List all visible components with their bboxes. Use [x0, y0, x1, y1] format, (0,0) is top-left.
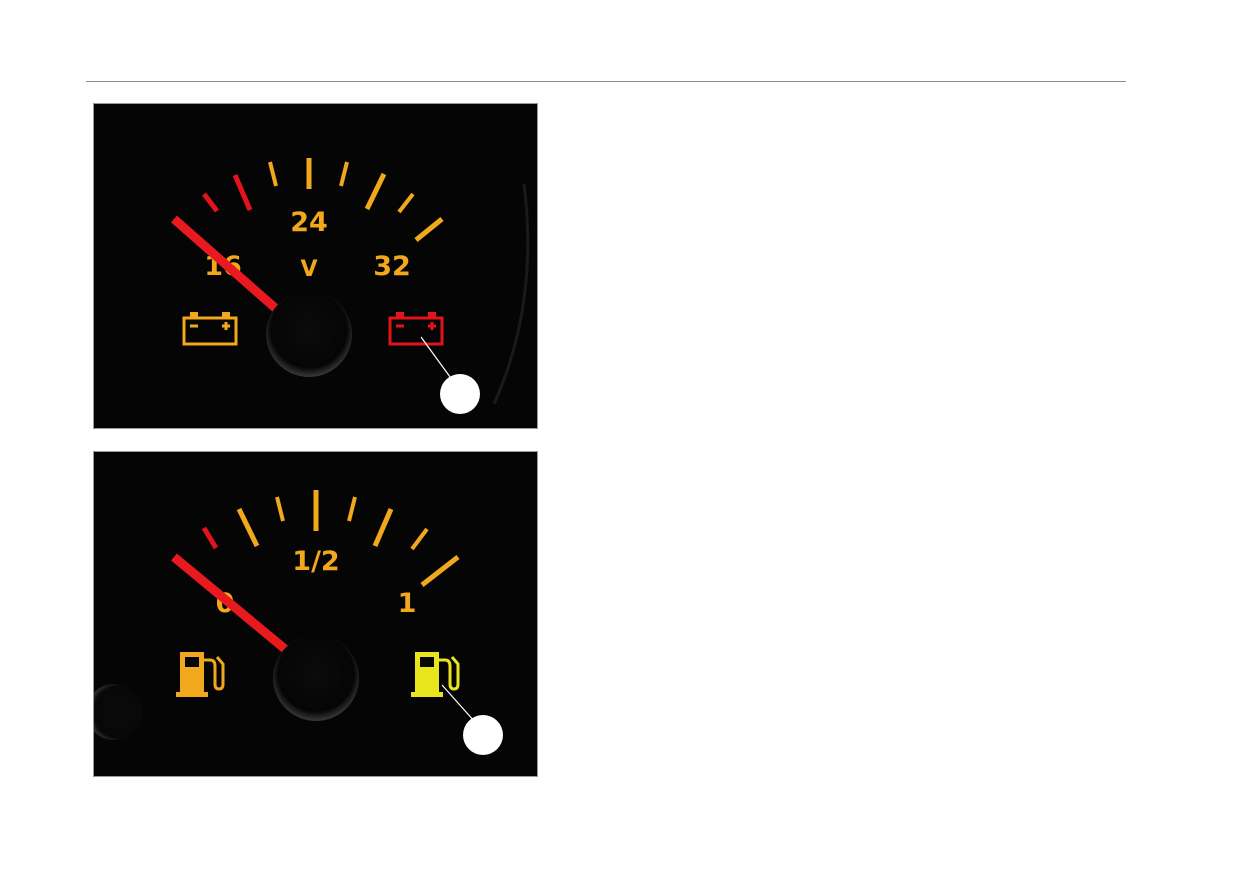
header-rule	[86, 81, 1126, 82]
battery-warning-icon	[388, 312, 444, 346]
tick	[410, 527, 429, 551]
fuel-gauge-svg: 1/2 0 1	[94, 490, 503, 755]
tick	[236, 507, 260, 548]
fuel-max-label: 1	[398, 588, 417, 619]
voltage-needle	[171, 215, 293, 325]
fuel-scale-ticks	[201, 490, 460, 587]
voltage-mid-label: 24	[290, 207, 328, 238]
tick	[275, 496, 285, 522]
bezel-arc	[492, 183, 530, 405]
side-knob	[94, 684, 142, 740]
voltage-max-label: 32	[373, 251, 411, 282]
fuel-pump-icon	[176, 652, 225, 697]
voltage-gauge-svg: 24 16 V 32	[171, 158, 530, 414]
tick-warning	[202, 192, 219, 213]
fuel-mid-label: 1/2	[292, 546, 339, 577]
callout-leader	[441, 684, 476, 723]
tick	[397, 192, 415, 214]
fuel-warning-icon	[411, 652, 460, 697]
fuel-needle	[171, 553, 294, 658]
tick	[268, 161, 278, 187]
tick-warning	[201, 526, 219, 550]
tick-warning	[232, 174, 253, 211]
callout-marker	[463, 715, 503, 755]
fuel-gauge-image: 1/2 0 1	[93, 451, 538, 777]
callout-marker	[440, 374, 480, 414]
tick	[347, 496, 357, 522]
battery-icon	[182, 312, 238, 346]
tick	[420, 555, 460, 587]
tick	[339, 161, 349, 187]
tick	[372, 508, 394, 547]
voltage-gauge-image: 24 16 V 32	[93, 103, 538, 429]
tick	[364, 172, 387, 211]
voltage-scale-ticks	[202, 158, 444, 242]
callout-leader	[420, 336, 454, 382]
tick	[414, 217, 444, 242]
needle-hub	[266, 291, 352, 377]
voltage-unit-label: V	[300, 257, 317, 282]
needle-hub	[273, 635, 359, 721]
